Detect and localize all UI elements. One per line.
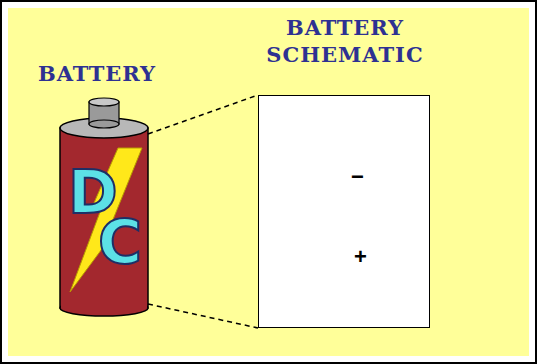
positive-sign: + xyxy=(354,246,374,268)
battery-cell xyxy=(60,98,148,316)
zoom-line xyxy=(148,95,258,134)
letter-c: C xyxy=(98,212,158,272)
background xyxy=(8,8,529,356)
schematic-heading: BATTERY SCHEMATIC xyxy=(250,14,440,69)
battery-node: BATTERYDC xyxy=(22,60,172,315)
zoom-line xyxy=(148,304,258,328)
schematic-box xyxy=(258,95,430,328)
negative-sign: − xyxy=(351,166,371,188)
battery-heading: BATTERY xyxy=(22,60,172,87)
schematic-node: BATTERY SCHEMATIC − + xyxy=(250,14,440,332)
